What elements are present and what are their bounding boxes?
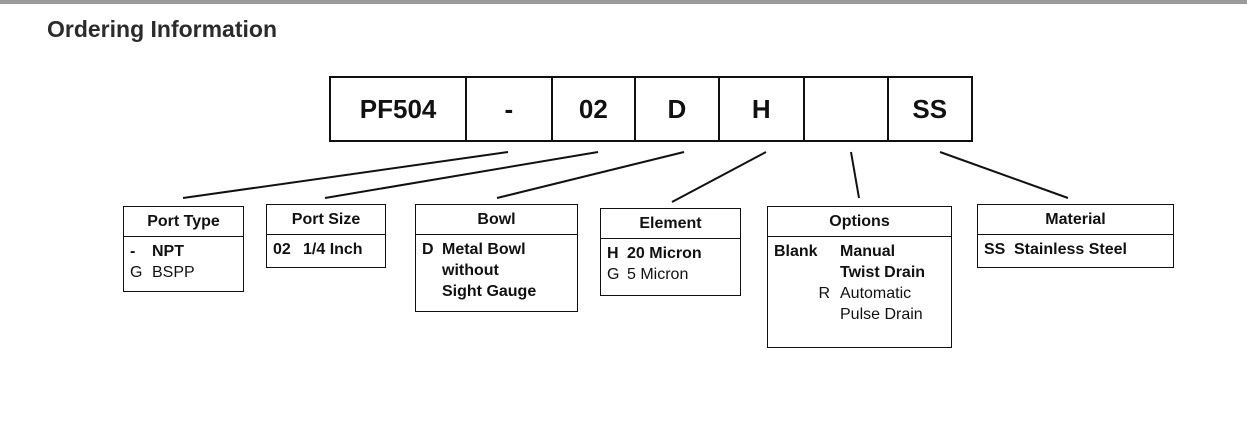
option-text: without: [442, 262, 499, 279]
option-code: SS: [984, 241, 1006, 258]
leader-port-size: [324, 151, 599, 199]
bowl-option-row: D Metal Bowl: [422, 239, 571, 260]
option-code: D: [422, 241, 434, 258]
option-text: BSPP: [152, 264, 195, 281]
bowl-option-row: Sight Gauge: [422, 281, 571, 302]
option-text: Twist Drain: [840, 264, 926, 281]
material-options: SS Stainless Steel: [978, 235, 1173, 264]
code-segment-bowl: D: [636, 78, 720, 140]
options-header: Options: [768, 207, 951, 237]
bowl-option-row: without: [422, 260, 571, 281]
model-code-bar: PF504 - 02 D H SS: [329, 76, 973, 142]
material-option-row: SS Stainless Steel: [984, 239, 1167, 260]
options-option-row: R Automatic: [774, 283, 945, 304]
port-type-option-row: -NPT: [130, 241, 237, 262]
option-code: [774, 304, 840, 325]
option-code: -: [130, 243, 136, 260]
code-segment-base: PF504: [331, 78, 468, 140]
option-text: Metal Bowl: [442, 241, 526, 258]
option-text: Automatic: [840, 285, 912, 302]
option-text: 1/4 Inch: [303, 241, 363, 258]
option-code: G: [130, 264, 143, 281]
code-segment-material: SS: [912, 93, 948, 124]
option-text: Manual: [840, 243, 896, 260]
option-code: 02: [273, 241, 291, 258]
port-type-header: Port Type: [124, 207, 243, 237]
element-option-row: H 20 Micron: [607, 243, 734, 264]
option-code: [422, 281, 442, 302]
option-code: G: [607, 266, 620, 283]
element-header: Element: [601, 209, 740, 239]
port-size-header: Port Size: [267, 205, 385, 235]
port-size-option-row: 02 1/4 Inch: [273, 239, 379, 260]
option-text: 20 Micron: [627, 245, 702, 262]
code-segment-dash: -: [467, 78, 553, 140]
option-code: Blank: [774, 243, 818, 260]
port-type-box: Port Type -NPT G BSPP: [123, 206, 244, 292]
option-code: [422, 260, 442, 281]
page-title: Ordering Information: [47, 16, 277, 42]
option-text: Pulse Drain: [840, 306, 923, 323]
port-size-options: 02 1/4 Inch: [267, 235, 385, 264]
options-option-row: Blank Manual: [774, 241, 945, 262]
top-rule: [0, 0, 1247, 4]
material-header: Material: [978, 205, 1173, 235]
code-segment-port-size: 02: [553, 78, 637, 140]
element-option-row: G 5 Micron: [607, 264, 734, 285]
options-option-row: Twist Drain: [774, 262, 945, 283]
option-text: Sight Gauge: [442, 283, 537, 300]
options-option-row: Pulse Drain: [774, 304, 945, 325]
leader-element: [671, 151, 767, 203]
option-text: 5 Micron: [627, 266, 689, 283]
port-type-option-row: G BSPP: [130, 262, 237, 283]
option-code: R: [818, 285, 830, 302]
option-code: [774, 262, 840, 283]
option-text: NPT: [152, 243, 184, 260]
code-segment-element: H: [720, 78, 806, 140]
material-box: Material SS Stainless Steel: [977, 204, 1174, 268]
code-segment-options: [805, 78, 889, 140]
option-text: Stainless Steel: [1014, 241, 1127, 258]
leader-options: [850, 151, 860, 199]
port-size-box: Port Size 02 1/4 Inch: [266, 204, 386, 268]
leader-bowl: [496, 151, 685, 199]
leader-material: [939, 151, 1069, 199]
port-type-options: -NPT G BSPP: [124, 237, 243, 287]
option-code: H: [607, 245, 619, 262]
bowl-header: Bowl: [416, 205, 577, 235]
leader-port-type: [182, 151, 509, 199]
